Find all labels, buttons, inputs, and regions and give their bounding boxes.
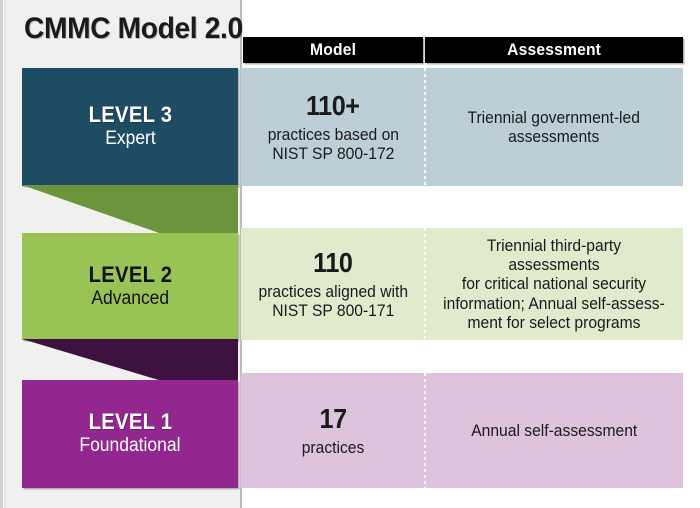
connector-green-shape [22, 185, 238, 234]
level-name-level-3: LEVEL 3 [88, 102, 172, 128]
level-descriptor-level-2: Advanced [91, 287, 169, 309]
model-cell-level-1: 17 practices [241, 373, 425, 488]
left-edge-rule [0, 0, 3, 508]
left-edge-rule-inner [4, 0, 6, 508]
column-header-model-label: Model [309, 40, 357, 59]
level-block-level-2: LEVEL 2 Advanced [22, 233, 238, 340]
assessment-text-level-1: Annual self-assessment [470, 420, 638, 440]
dotted-separator-level-2 [424, 228, 426, 340]
model-detail-level-2: practices aligned with NIST SP 800-171 [258, 281, 408, 320]
level-name-level-1: LEVEL 1 [88, 409, 172, 435]
page-title: CMMC Model 2.0 [24, 12, 243, 45]
dotted-separator-level-3 [424, 68, 426, 186]
level-block-level-1: LEVEL 1 Foundational [22, 380, 238, 488]
assessment-cell-level-1: Annual self-assessment [425, 373, 683, 488]
panel-vertical-divider [240, 0, 242, 508]
assessment-cell-level-2: Triennial third-party assessments for cr… [425, 228, 683, 340]
connector-purple-shape [22, 339, 238, 381]
assessment-text-level-2: Triennial third-party assessments for cr… [443, 235, 665, 333]
level-descriptor-level-3: Expert [104, 128, 156, 150]
column-header-model: Model [243, 37, 423, 63]
model-detail-level-1: practices [301, 437, 365, 457]
connector-level-3-to-level-2 [22, 185, 238, 234]
column-header-assessment: Assessment [425, 37, 683, 63]
model-count-level-2: 110 [313, 247, 353, 279]
level-name-level-2: LEVEL 2 [88, 261, 172, 287]
dotted-separator-level-1 [424, 373, 426, 488]
assessment-cell-level-3: Triennial government-led assessments [425, 68, 683, 186]
level-block-level-3: LEVEL 3 Expert [22, 68, 238, 186]
column-header-assessment-label: Assessment [506, 40, 601, 59]
model-cell-level-2: 110 practices aligned with NIST SP 800-1… [241, 228, 425, 340]
model-cell-level-3: 110+ practices based on NIST SP 800-172 [241, 68, 425, 186]
assessment-text-level-3: Triennial government-led assessments [467, 107, 641, 146]
connector-level-2-to-level-1 [22, 339, 238, 381]
model-count-level-1: 17 [319, 403, 347, 435]
level-descriptor-level-1: Foundational [79, 435, 181, 457]
model-count-level-3: 110+ [306, 90, 360, 122]
model-detail-level-3: practices based on NIST SP 800-172 [267, 124, 399, 163]
